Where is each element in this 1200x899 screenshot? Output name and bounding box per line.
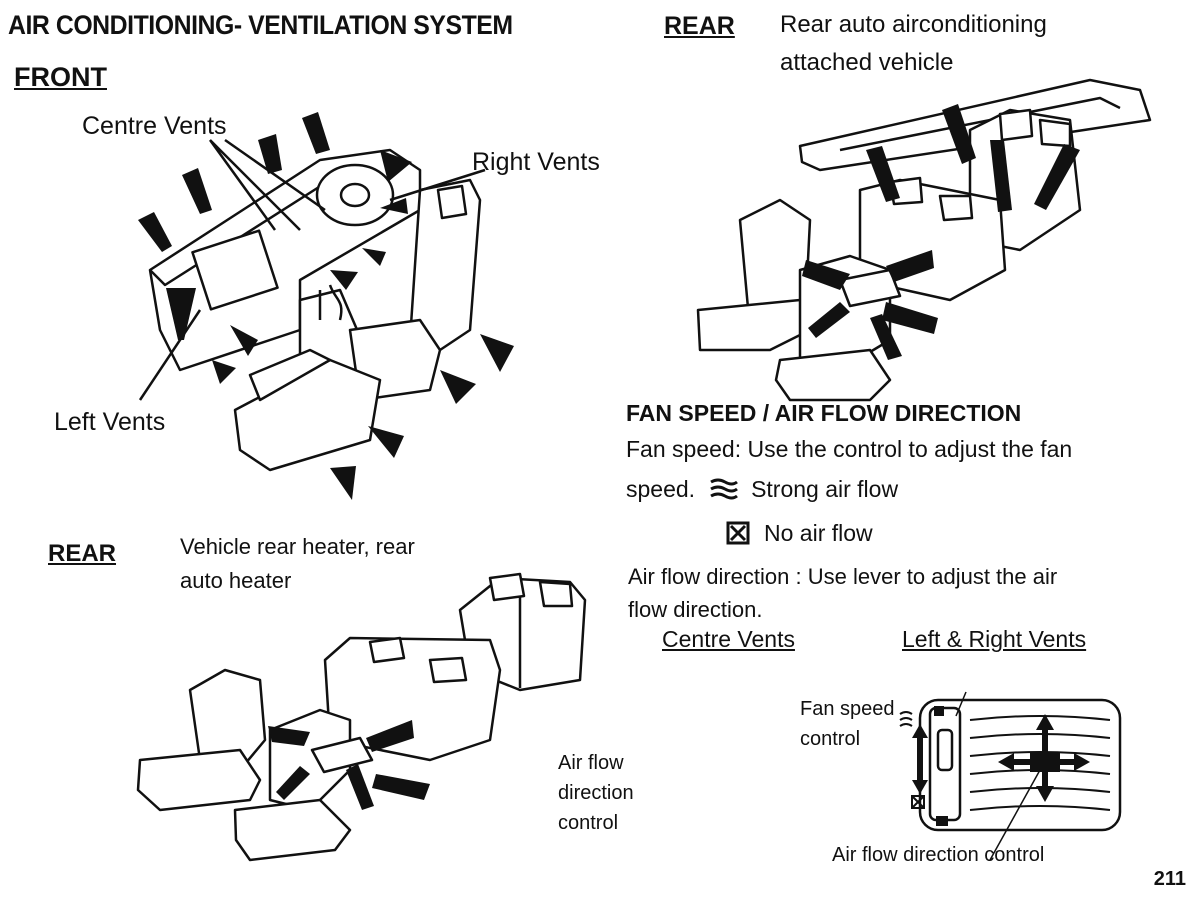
fan-speed-control-line1: Fan speed bbox=[800, 698, 895, 720]
rear-heater-description-line2: auto heater bbox=[180, 568, 292, 593]
airflow-control-line1: Air flow bbox=[558, 752, 624, 774]
boxed-x-icon bbox=[726, 521, 750, 545]
front-centre-vents-label: Centre Vents bbox=[82, 112, 227, 140]
rear-heater-description-line1: Vehicle rear heater, rear bbox=[180, 534, 415, 559]
airflow-text-line2: flow direction. bbox=[628, 597, 763, 622]
airflow-control-line3: control bbox=[558, 812, 619, 834]
rear-ac-description-line1: Rear auto airconditioning bbox=[780, 11, 1047, 38]
strong-airflow-row: speed. Strong air flow bbox=[626, 472, 898, 506]
fan-speed-text-line2: speed. bbox=[626, 476, 696, 502]
fan-speed-text-line1: Fan speed: Use the control to adjust the… bbox=[626, 436, 1073, 462]
left-right-vents-heading: Left & Right Vents bbox=[902, 626, 1087, 652]
rear-ac-description-line2: attached vehicle bbox=[780, 49, 954, 76]
rear-ac-description: Rear auto airconditioning attached vehic… bbox=[780, 6, 1047, 82]
page-title: AIR CONDITIONING- VENTILATION SYSTEM bbox=[8, 10, 513, 40]
rear-heater-description: Vehicle rear heater, rear auto heater bbox=[180, 530, 415, 598]
centre-vents-heading: Centre Vents bbox=[662, 626, 795, 652]
airflow-control-line2: direction bbox=[558, 782, 634, 804]
airflow-direction-instructions: Air flow direction : Use lever to adjust… bbox=[628, 560, 1057, 626]
rear-ac-illustration bbox=[696, 78, 1152, 402]
rear-ac-section-label: REAR bbox=[664, 12, 735, 40]
rear-heater-illustration bbox=[136, 572, 587, 862]
front-cabin-illustration bbox=[138, 112, 514, 500]
airflow-text-line1: Air flow direction : Use lever to adjust… bbox=[628, 564, 1058, 589]
fan-speed-control-line2: control bbox=[800, 728, 861, 750]
airflow-direction-control-label: Air flow direction control bbox=[832, 844, 1045, 866]
page-number: 211 bbox=[1153, 868, 1186, 890]
fan-speed-instructions: Fan speed: Use the control to adjust the… bbox=[626, 432, 1072, 466]
front-right-vents-label: Right Vents bbox=[472, 148, 600, 176]
no-airflow-label: No air flow bbox=[764, 520, 873, 546]
wavy-lines-icon bbox=[710, 478, 738, 500]
rear-heater-section-label: REAR bbox=[48, 540, 117, 567]
no-airflow-row: No air flow bbox=[726, 516, 873, 550]
airflow-direction-control-callout: Air flow direction control bbox=[558, 748, 634, 838]
fan-speed-heading: FAN SPEED / AIR FLOW DIRECTION bbox=[626, 400, 1022, 426]
vent-control-diagram bbox=[899, 691, 1122, 861]
front-section-label: FRONT bbox=[14, 62, 107, 92]
strong-airflow-label: Strong air flow bbox=[751, 476, 899, 502]
fan-speed-control-callout: Fan speed control bbox=[800, 694, 895, 754]
front-left-vents-label: Left Vents bbox=[54, 408, 166, 436]
